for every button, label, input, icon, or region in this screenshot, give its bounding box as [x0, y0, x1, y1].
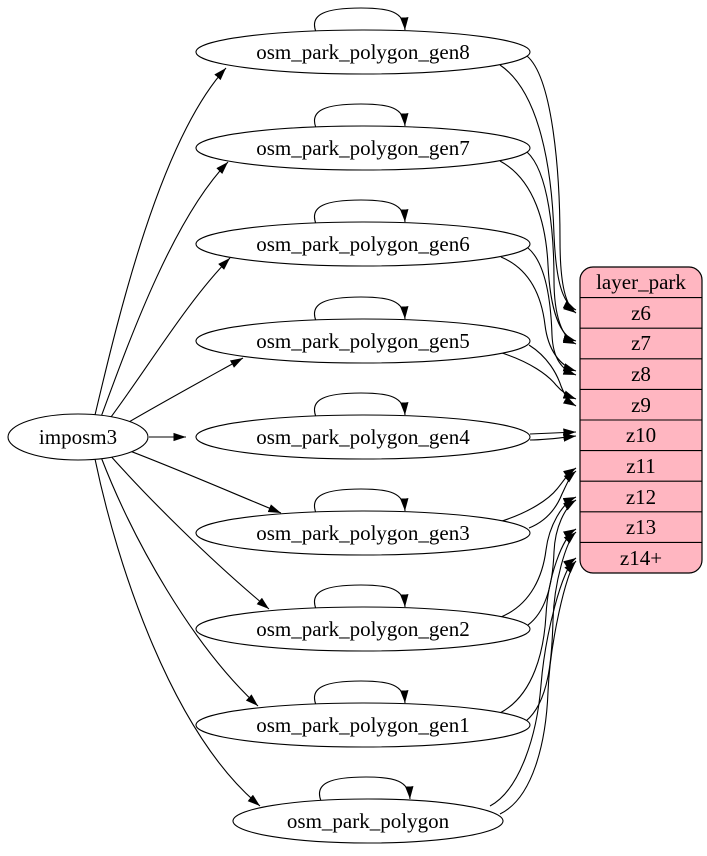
- gen8-ellipse: [195, 29, 531, 75]
- gen4-ellipse: [195, 414, 531, 460]
- gen5-ellipse: [195, 318, 531, 364]
- layer-park-row-z10: z10: [626, 423, 656, 447]
- layer-park-row-z6: z6: [631, 301, 651, 325]
- edge-gen2-to-z12-b: [527, 499, 577, 626]
- imposm3-label: imposm3: [39, 425, 117, 449]
- edge-gen8-to-z6-a: [499, 64, 577, 311]
- self-loop-gen2: [313, 584, 409, 610]
- imposm3-ellipse: [7, 413, 149, 461]
- edge-gen2-to-z12-a: [500, 496, 577, 618]
- layer-park-row-z13: z13: [626, 515, 656, 539]
- node-osm-park-polygon-gen6: osm_park_polygon_gen6: [195, 221, 531, 267]
- layer-park-row-z7: z7: [631, 331, 651, 355]
- node-osm-park-polygon-gen3: osm_park_polygon_gen3: [195, 510, 531, 556]
- osm-park-polygon-ellipse: [232, 798, 504, 844]
- gen2-ellipse: [195, 606, 531, 652]
- node-osm-park-polygon-gen7: osm_park_polygon_gen7: [195, 125, 531, 171]
- node-osm-park-polygon-gen1: osm_park_polygon_gen1: [195, 702, 531, 748]
- self-loop-osm-park-polygon: [318, 776, 414, 802]
- self-loop-gen3: [313, 488, 409, 514]
- node-imposm3: imposm3: [7, 413, 149, 461]
- gen7-label: osm_park_polygon_gen7: [256, 136, 469, 160]
- self-loop-gen1: [313, 680, 409, 706]
- gen6-ellipse: [195, 221, 531, 267]
- edge-imposm3-to-gen1: [100, 456, 259, 707]
- layer-park-row-z11: z11: [626, 454, 656, 478]
- node-osm-park-polygon-gen8: osm_park_polygon_gen8: [195, 29, 531, 75]
- gen6-label: osm_park_polygon_gen6: [256, 232, 469, 256]
- edge-gen6-to-z8-a: [500, 256, 577, 372]
- layer-park-row-z12: z12: [626, 485, 656, 509]
- edge-gen1-to-z13-b: [525, 531, 577, 722]
- node-osm-park-polygon-gen5: osm_park_polygon_gen5: [195, 318, 531, 364]
- edge-imposm3-to-gen5: [121, 357, 244, 427]
- gen1-label: osm_park_polygon_gen1: [256, 713, 469, 737]
- edge-imposm3-to-gen6: [107, 257, 231, 422]
- edge-imposm3-to-gen2: [107, 452, 270, 610]
- gen5-label: osm_park_polygon_gen5: [256, 329, 469, 353]
- edge-gen4-to-z10-b: [529, 433, 577, 442]
- layer-park-title: layer_park: [596, 270, 686, 294]
- self-loop-gen7: [313, 103, 409, 129]
- edge-imposm3-to-gen7: [100, 161, 229, 418]
- osm-park-polygon-label: osm_park_polygon: [287, 809, 450, 833]
- edge-imposm3-to-gen3: [121, 447, 282, 514]
- gen1-ellipse: [195, 702, 531, 748]
- edge-osm-park-polygon-to-z14-b: [499, 560, 577, 815]
- self-loop-gen4: [313, 392, 409, 418]
- edge-gen4-to-z10-a: [529, 428, 577, 437]
- self-loop-gen5: [313, 296, 409, 322]
- edge-gen8-to-z6-b: [526, 55, 577, 314]
- gen3-ellipse: [195, 510, 531, 556]
- layer-park-row-z8: z8: [631, 362, 651, 386]
- edge-gen5-to-z9-b: [528, 344, 577, 407]
- layer-park-table: layer_park z6 z7 z8 z9 z10 z11 z12 z13 z…: [579, 266, 703, 574]
- edge-imposm3-to-gen8: [94, 67, 227, 416]
- node-osm-park-polygon-gen2: osm_park_polygon_gen2: [195, 606, 531, 652]
- self-loop-gen6: [313, 199, 409, 225]
- gen4-label: osm_park_polygon_gen4: [256, 425, 470, 449]
- gen2-label: osm_park_polygon_gen2: [256, 617, 469, 641]
- node-osm-park-polygon: osm_park_polygon: [232, 798, 504, 844]
- edge-gen6-to-z8-b: [527, 247, 577, 376]
- layer-park-row-z9: z9: [631, 393, 651, 417]
- edge-gen1-to-z13-a: [499, 528, 577, 714]
- layer-park-row-z14plus: z14+: [620, 546, 662, 570]
- edge-gen3-to-z11-b: [528, 470, 577, 529]
- edge-gen7-to-z7-b: [526, 151, 577, 345]
- gen3-label: osm_park_polygon_gen3: [256, 521, 469, 545]
- self-loop-gen8: [313, 7, 409, 33]
- edge-gen5-to-z9-a: [501, 352, 577, 400]
- edge-osm-park-polygon-to-z14-a: [489, 557, 577, 807]
- gen8-label: osm_park_polygon_gen8: [256, 40, 469, 64]
- node-osm-park-polygon-gen4: osm_park_polygon_gen4: [195, 414, 531, 460]
- gen7-ellipse: [195, 125, 531, 171]
- edge-imposm3-to-osm-park-polygon: [94, 458, 261, 807]
